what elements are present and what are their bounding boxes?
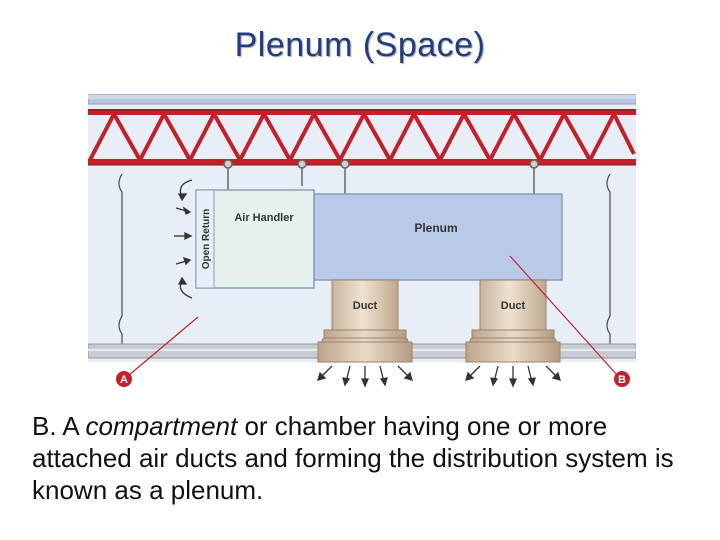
body-text-prefix: B. A (32, 411, 86, 441)
marker-a-label: A (120, 374, 128, 386)
supply-airflow-arrows (317, 365, 561, 388)
body-text: B. A compartment or chamber having one o… (32, 410, 692, 506)
leader-line-a (127, 316, 199, 377)
air-handler-label: Air Handler (234, 212, 294, 224)
ceiling-wires (118, 173, 611, 346)
open-return-panel (195, 189, 215, 289)
open-return-label: Open Return (201, 209, 212, 270)
air-handler-box (195, 189, 315, 289)
leader-line-b (509, 255, 619, 377)
marker-b-circle (614, 371, 630, 387)
return-airflow-arrows (174, 179, 193, 299)
plenum-diagram: Plenum Air Handler Open Return Duct Duct (88, 94, 636, 388)
body-text-emphasis: compartment (85, 411, 238, 441)
duct-left-label: Duct (353, 300, 378, 312)
plenum-label: Plenum (414, 221, 457, 235)
duct-right-label: Duct (501, 300, 526, 312)
marker-a-circle (116, 371, 132, 387)
plenum-box (313, 193, 563, 281)
hanger-rods (223, 159, 539, 194)
steel-truss (88, 109, 636, 165)
slide-title: Plenum (Space) (234, 26, 486, 64)
marker-b-label: B (618, 374, 626, 386)
body-text-suffix: or chamber having one or more attached a… (32, 411, 674, 505)
